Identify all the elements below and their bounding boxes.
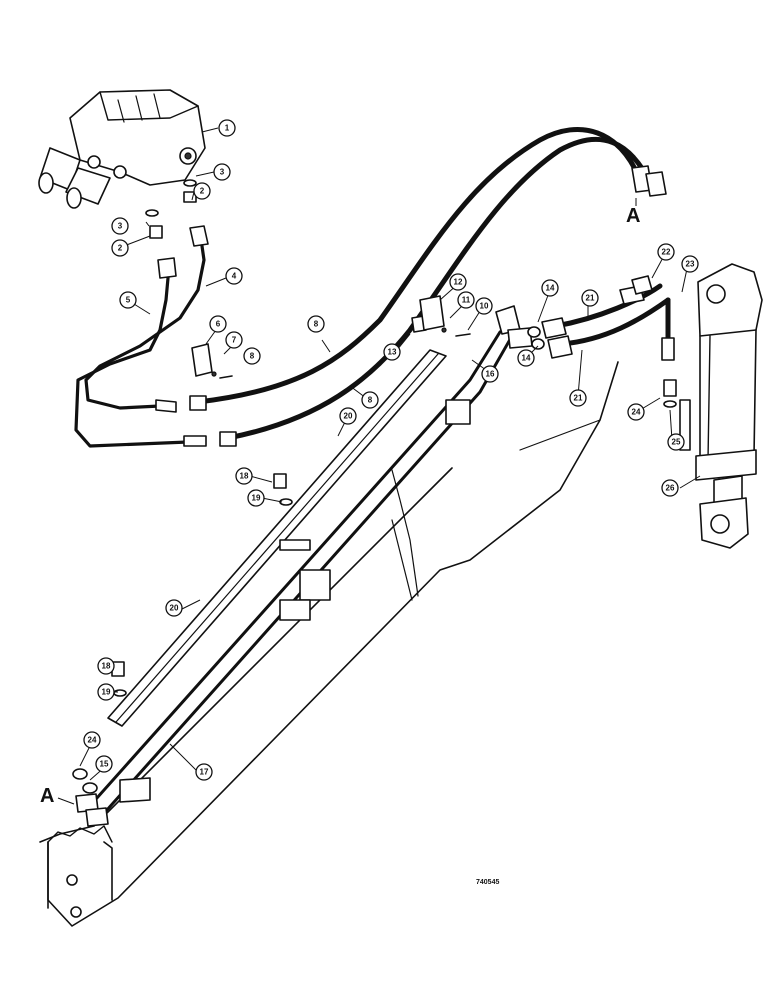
- cylinder-hoses: [541, 275, 691, 451]
- callout-c26: 26: [661, 479, 679, 497]
- callout-label: 20: [170, 604, 179, 613]
- callout-c21b: 21: [569, 389, 587, 407]
- callout-label: 21: [574, 394, 583, 403]
- callout-c20a: 20: [339, 407, 357, 425]
- callout-c14a: 14: [541, 279, 559, 297]
- callout-c10: 10: [475, 297, 493, 315]
- callout-label: 16: [486, 370, 495, 379]
- callout-label: 20: [344, 412, 353, 421]
- callout-c3b: 3: [111, 217, 129, 235]
- callout-c2b: 2: [111, 239, 129, 257]
- connection-mark-upper: A: [626, 205, 640, 227]
- callout-label: 4: [232, 272, 237, 281]
- callout-c17: 17: [195, 763, 213, 781]
- callout-label: 8: [314, 320, 319, 329]
- callout-c18b: 18: [97, 657, 115, 675]
- callout-c8b: 8: [361, 391, 379, 409]
- callout-label: 25: [672, 438, 681, 447]
- boom-end-fittings: [72, 768, 109, 827]
- callout-label: 26: [666, 484, 675, 493]
- callout-c16: 16: [481, 365, 499, 383]
- callout-label: 24: [632, 408, 641, 417]
- callout-c18a: 18: [235, 467, 253, 485]
- callout-c19b: 19: [97, 683, 115, 701]
- callout-label: 14: [546, 284, 555, 293]
- steel-lines: [74, 244, 207, 448]
- callout-label: 6: [216, 320, 221, 329]
- callout-c1: 1: [218, 119, 236, 137]
- callout-c8a: 8: [307, 315, 325, 333]
- callout-label: 23: [686, 260, 695, 269]
- callout-leaders: [79, 127, 701, 781]
- drawing-code: 740545: [476, 879, 499, 886]
- callout-label: 19: [252, 494, 261, 503]
- callout-label: 2: [118, 244, 123, 253]
- callout-label: 1: [225, 124, 230, 133]
- callout-label: 13: [388, 348, 397, 357]
- callout-c6: 6: [209, 315, 227, 333]
- hydraulic-cylinder: [695, 263, 763, 549]
- callout-label: 10: [480, 302, 489, 311]
- callout-c22: 22: [657, 243, 675, 261]
- callout-label: 3: [118, 222, 123, 231]
- callout-label: 7: [232, 336, 237, 345]
- callout-label: 8: [368, 396, 373, 405]
- callout-c2a: 2: [193, 182, 211, 200]
- callout-label: 14: [522, 354, 531, 363]
- callout-label: 24: [88, 736, 97, 745]
- callout-c15: 15: [95, 755, 113, 773]
- long-hoses: [189, 126, 667, 447]
- callout-label: 11: [462, 296, 471, 305]
- callout-c13: 13: [383, 343, 401, 361]
- callout-c21a: 21: [581, 289, 599, 307]
- callout-label: 18: [240, 472, 249, 481]
- callout-c8s: 8: [243, 347, 261, 365]
- callout-label: 2: [200, 187, 205, 196]
- callout-label: 21: [586, 294, 595, 303]
- callout-c12: 12: [449, 273, 467, 291]
- callout-label: 22: [662, 248, 671, 257]
- callout-label: 19: [102, 688, 111, 697]
- control-valve: [38, 89, 206, 209]
- boom-outline: [39, 361, 619, 927]
- valve-fittings: [145, 179, 209, 279]
- callout-c20b: 20: [165, 599, 183, 617]
- callout-c19a: 19: [247, 489, 265, 507]
- callout-label: 15: [100, 760, 109, 769]
- connection-mark-lower-leader: [57, 797, 75, 805]
- callout-c23: 23: [681, 255, 699, 273]
- callout-c25: 25: [667, 433, 685, 451]
- callout-c7: 7: [225, 331, 243, 349]
- callout-label: 8: [250, 352, 255, 361]
- callout-c3a: 3: [213, 163, 231, 181]
- callout-label: 3: [220, 168, 225, 177]
- boom-tubes-and-straps: [86, 305, 533, 822]
- callout-c24b: 24: [83, 731, 101, 749]
- small-hardware: [111, 295, 545, 697]
- callout-label: 5: [126, 296, 131, 305]
- callout-c11: 11: [457, 291, 475, 309]
- callout-c24a: 24: [627, 403, 645, 421]
- callout-bubbles: 1 2 3 3 2 4 5 6 7 8 8 8 12 11 10 13 14 1…: [83, 119, 699, 781]
- connection-mark-lower: A: [40, 785, 54, 807]
- callout-label: 18: [102, 662, 111, 671]
- callout-c14b: 14: [517, 349, 535, 367]
- callout-label: 12: [454, 278, 463, 287]
- callout-label: 17: [200, 768, 209, 777]
- callout-c4: 4: [225, 267, 243, 285]
- callout-c5: 5: [119, 291, 137, 309]
